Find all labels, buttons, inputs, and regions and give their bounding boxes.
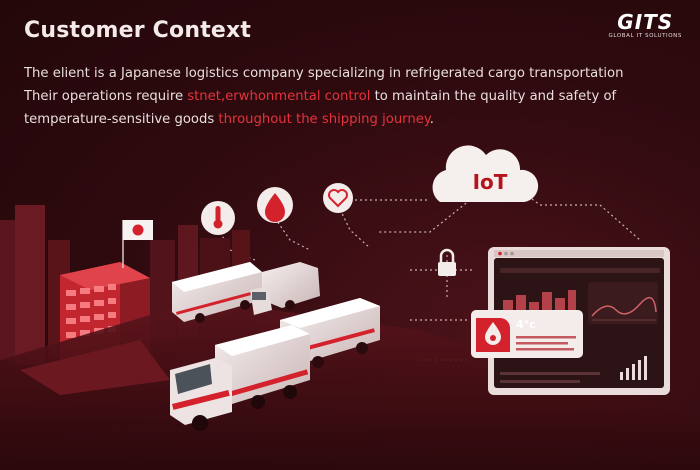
line2-tail: to maintain the quality and safety of (370, 89, 617, 104)
line3-text: temperature-sensitive goods (24, 112, 219, 127)
context-paragraph: The elient is a Japanese logistics compa… (24, 62, 684, 131)
heart-icon (323, 183, 353, 213)
paragraph-line-2: Their operations require stnet,erwhonmen… (24, 85, 684, 108)
line2-text: Their operations require (24, 89, 188, 104)
temperature-card (471, 310, 583, 358)
highlight-shipping-journey: throughout the shipping journey (218, 112, 430, 127)
page-title: Customer Context (24, 18, 252, 43)
iot-cloud-label: IoT (472, 170, 508, 194)
japan-flag-icon (122, 220, 153, 268)
temperature-reading: 4°c (516, 318, 536, 331)
logo-subtitle: GLOBAL IT SOLUTIONS (608, 33, 682, 39)
truck-back-right (250, 262, 320, 315)
thermometer-icon (201, 201, 235, 235)
line3-tail: . (429, 112, 434, 127)
iot-cloud-icon (432, 145, 539, 202)
highlight-environmental-control: stnet,erwhonmental control (187, 89, 371, 104)
lock-icon (438, 248, 456, 276)
water-drop-icon (257, 187, 293, 223)
paragraph-line-1: The elient is a Japanese logistics compa… (24, 66, 624, 81)
truck-back-left (172, 262, 262, 323)
company-logo: GITS GLOBAL IT SOLUTIONS (609, 12, 683, 39)
truck-front (170, 325, 310, 431)
paragraph-line-3: temperature-sensitive goods throughout t… (24, 108, 684, 131)
logo-text: GITS (617, 10, 674, 34)
